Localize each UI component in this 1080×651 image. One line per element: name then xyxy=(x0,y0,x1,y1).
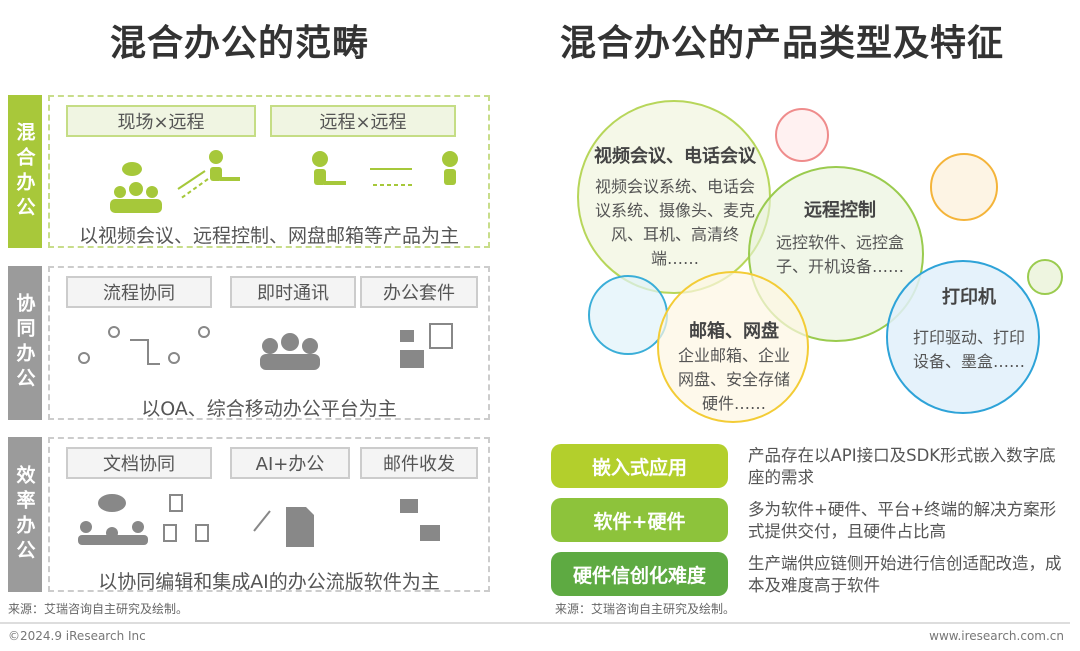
tab-mail: 邮件收发 xyxy=(360,447,478,479)
decor-bubble-red xyxy=(775,108,829,162)
bubble-printer-text: 打印驱动、打印设备、墨盒…… xyxy=(912,328,1025,371)
bubble-mail-text: 企业邮箱、企业网盘、安全存储硬件…… xyxy=(677,346,790,413)
decor-bubble-green xyxy=(1027,259,1063,295)
hybrid-people-icons xyxy=(110,150,458,213)
bubble-video-title: 视频会议、电话会议 xyxy=(594,146,756,167)
section-label-collab: 协同办公 xyxy=(8,266,42,420)
bubble-printer xyxy=(886,260,1040,414)
caption-hybrid: 以视频会议、远程控制、网盘邮箱等产品为主 xyxy=(78,225,459,247)
bubble-remote-text: 远控软件、远控盒子、开机设备…… xyxy=(775,233,904,276)
caption-efficiency: 以协同编辑和集成AI的办公流版软件为主 xyxy=(98,571,440,593)
right-source: 来源：艾瑞咨询自主研究及绘制。 xyxy=(555,602,736,616)
tab-doc-collab: 文档协同 xyxy=(66,447,212,479)
bubble-remote-title: 远程控制 xyxy=(804,200,876,221)
copyright: ©2024.9 iResearch Inc xyxy=(8,629,146,643)
bubble-remote-content: 远程控制 远控软件、远控盒子、开机设备…… xyxy=(770,199,910,279)
left-source: 来源：艾瑞咨询自主研究及绘制。 xyxy=(8,602,189,616)
bubble-printer-title: 打印机 xyxy=(942,287,996,308)
feature-software-hardware: 软件+硬件 xyxy=(551,498,728,542)
left-title: 混合办公的范畴 xyxy=(110,23,370,64)
bubble-printer-content: 打印机 打印驱动、打印设备、墨盒…… xyxy=(910,286,1028,374)
bubble-video-conference xyxy=(577,100,771,294)
bubble-video-text: 视频会议系统、电话会议系统、摄像头、麦克风、耳机、高清终端…… xyxy=(594,177,755,268)
section-label-hybrid: 混合办公 xyxy=(8,95,42,248)
decor-bubble-blue xyxy=(588,275,668,355)
right-title: 混合办公的产品类型及特征 xyxy=(560,23,1005,64)
feature-xinchuang: 硬件信创化难度 xyxy=(551,552,728,596)
decor-bubble-orange xyxy=(930,153,998,221)
footer-divider xyxy=(0,622,1070,624)
bubble-mail-disk xyxy=(657,271,809,423)
section-label-efficiency: 效率办公 xyxy=(8,437,42,592)
tab-process-collab: 流程协同 xyxy=(66,276,212,308)
bubble-mail-title: 邮箱、网盘 xyxy=(689,321,779,342)
section-collab: 流程协同 即时通讯 办公套件 以OA、综合移动办公平台为主 xyxy=(48,266,490,420)
feature-xinchuang-desc: 生产端供应链侧开始进行信创适配改造，成本及难度高于软件 xyxy=(748,554,1062,595)
tab-ai-office: AI+办公 xyxy=(230,447,350,479)
feature-software-hardware-desc: 多为软件+硬件、平台+终端的解决方案形式提供交付，且硬件占比高 xyxy=(748,500,1057,541)
feature-embedded: 嵌入式应用 xyxy=(551,444,728,488)
section-hybrid: 现场×远程 远程×远程 以视频会议、远程控制、网盘邮箱等产品为主 xyxy=(48,95,490,248)
tab-remote-remote: 远程×远程 xyxy=(270,105,456,137)
bubble-mail-content: 邮箱、网盘 企业邮箱、企业网盘、安全存储硬件…… xyxy=(673,320,795,416)
tab-office-suite: 办公套件 xyxy=(360,276,478,308)
tab-instant-messaging: 即时通讯 xyxy=(230,276,356,308)
caption-collab: 以OA、综合移动办公平台为主 xyxy=(141,398,397,420)
website: www.iresearch.com.cn xyxy=(929,629,1064,643)
efficiency-icons xyxy=(78,494,440,547)
tab-onsite-remote: 现场×远程 xyxy=(66,105,256,137)
section-efficiency: 文档协同 AI+办公 邮件收发 以协同编辑和集成AI的办公流版软件为主 xyxy=(48,437,490,593)
collab-icons xyxy=(78,323,453,370)
bubble-video-content: 视频会议、电话会议 视频会议系统、电话会议系统、摄像头、麦克风、耳机、高清终端…… xyxy=(585,145,765,271)
feature-embedded-desc: 产品存在以API接口及SDK形式嵌入数字底座的需求 xyxy=(748,446,1056,487)
